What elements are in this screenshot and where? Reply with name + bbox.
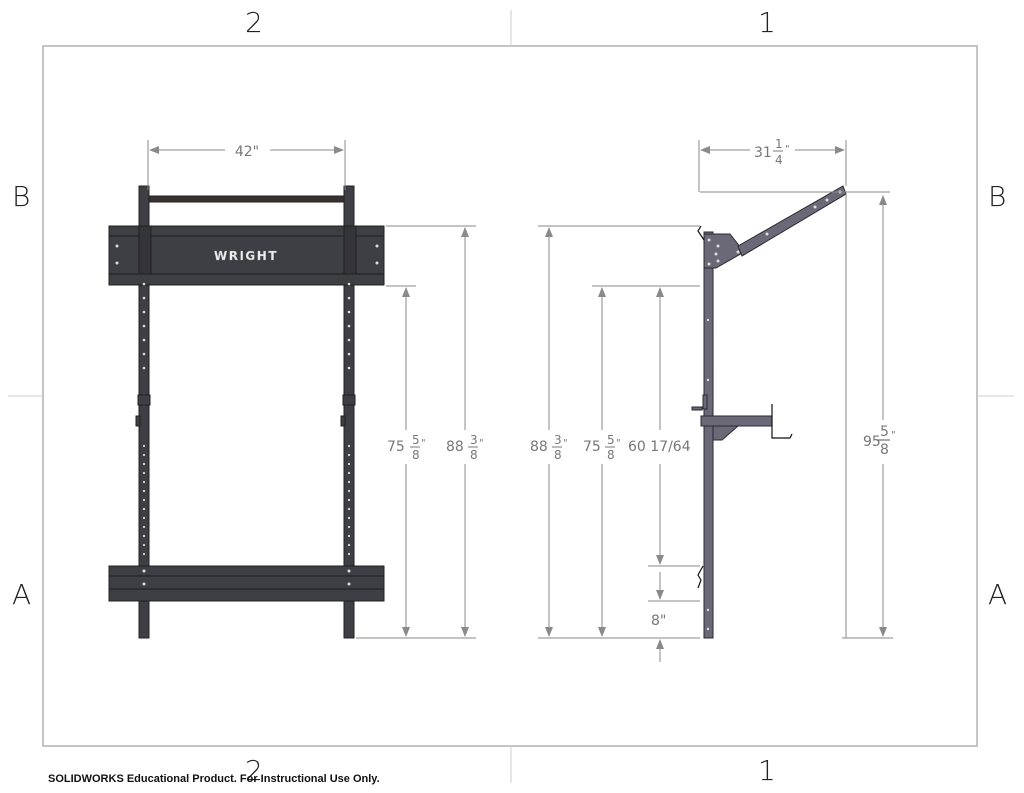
j-hook-arm <box>700 415 773 427</box>
svg-text:8: 8 <box>470 448 478 462</box>
svg-text:5: 5 <box>607 433 615 447</box>
zone-left-a: A <box>12 578 32 611</box>
svg-text:1: 1 <box>775 137 783 151</box>
svg-text:": " <box>891 430 896 441</box>
pullup-bar <box>147 195 347 203</box>
dim-width-42: 42" <box>235 144 259 160</box>
svg-text:": " <box>785 144 790 155</box>
dim-side-88-3-8: 88 3 8 " <box>530 433 568 462</box>
zone-left-b: B <box>12 180 31 213</box>
side-gusset <box>703 233 745 269</box>
svg-text:8: 8 <box>607 448 615 462</box>
svg-text:95: 95 <box>863 434 881 450</box>
right-upright <box>343 185 355 639</box>
zone-top-1: 1 <box>758 6 776 39</box>
svg-text:4: 4 <box>775 153 783 167</box>
brand-logo: WRIGHT <box>214 249 278 263</box>
solidworks-watermark: SOLIDWORKS Educational Product. For Inst… <box>48 773 380 785</box>
dim-front-88-3-8: 88 3 8 " <box>446 433 484 462</box>
svg-text:3: 3 <box>554 433 562 447</box>
svg-text:75: 75 <box>387 439 405 455</box>
side-upright <box>703 231 714 639</box>
zone-bottom-1: 1 <box>758 754 776 787</box>
zone-top-2: 2 <box>245 6 263 39</box>
dim-side-75-5-8: 75 5 8 " <box>583 433 621 462</box>
dim-side-60-17-64: 60 17/64 <box>628 439 691 455</box>
zone-right-b: B <box>988 180 1007 213</box>
sheet-border <box>42 45 978 747</box>
left-upright <box>138 185 150 639</box>
svg-text:5: 5 <box>412 433 420 447</box>
svg-text:": " <box>421 438 426 449</box>
svg-text:88: 88 <box>446 439 464 455</box>
svg-text:88: 88 <box>530 439 548 455</box>
svg-text:8: 8 <box>554 448 562 462</box>
svg-text:31: 31 <box>754 145 772 161</box>
bottom-board <box>108 565 385 602</box>
svg-text:": " <box>563 438 568 449</box>
svg-text:5: 5 <box>880 424 889 440</box>
zone-bottom-2: 2 <box>245 754 263 787</box>
zone-right-a: A <box>988 578 1008 611</box>
front-view <box>108 185 385 639</box>
svg-text:75: 75 <box>583 439 601 455</box>
side-view <box>691 185 847 639</box>
svg-text:8: 8 <box>412 448 420 462</box>
dim-front-75-5-8: 75 5 8 " <box>387 433 426 462</box>
svg-text:": " <box>479 438 484 449</box>
dim-overall-95-5-8: 95 5 8 " <box>863 424 896 458</box>
svg-text:": " <box>616 438 621 449</box>
side-arm <box>737 185 847 257</box>
svg-text:3: 3 <box>470 433 478 447</box>
svg-text:8: 8 <box>880 442 889 458</box>
dim-bottom-8: 8" <box>651 613 666 629</box>
dim-depth-31-1-4: 31 1 4 " <box>754 137 790 167</box>
